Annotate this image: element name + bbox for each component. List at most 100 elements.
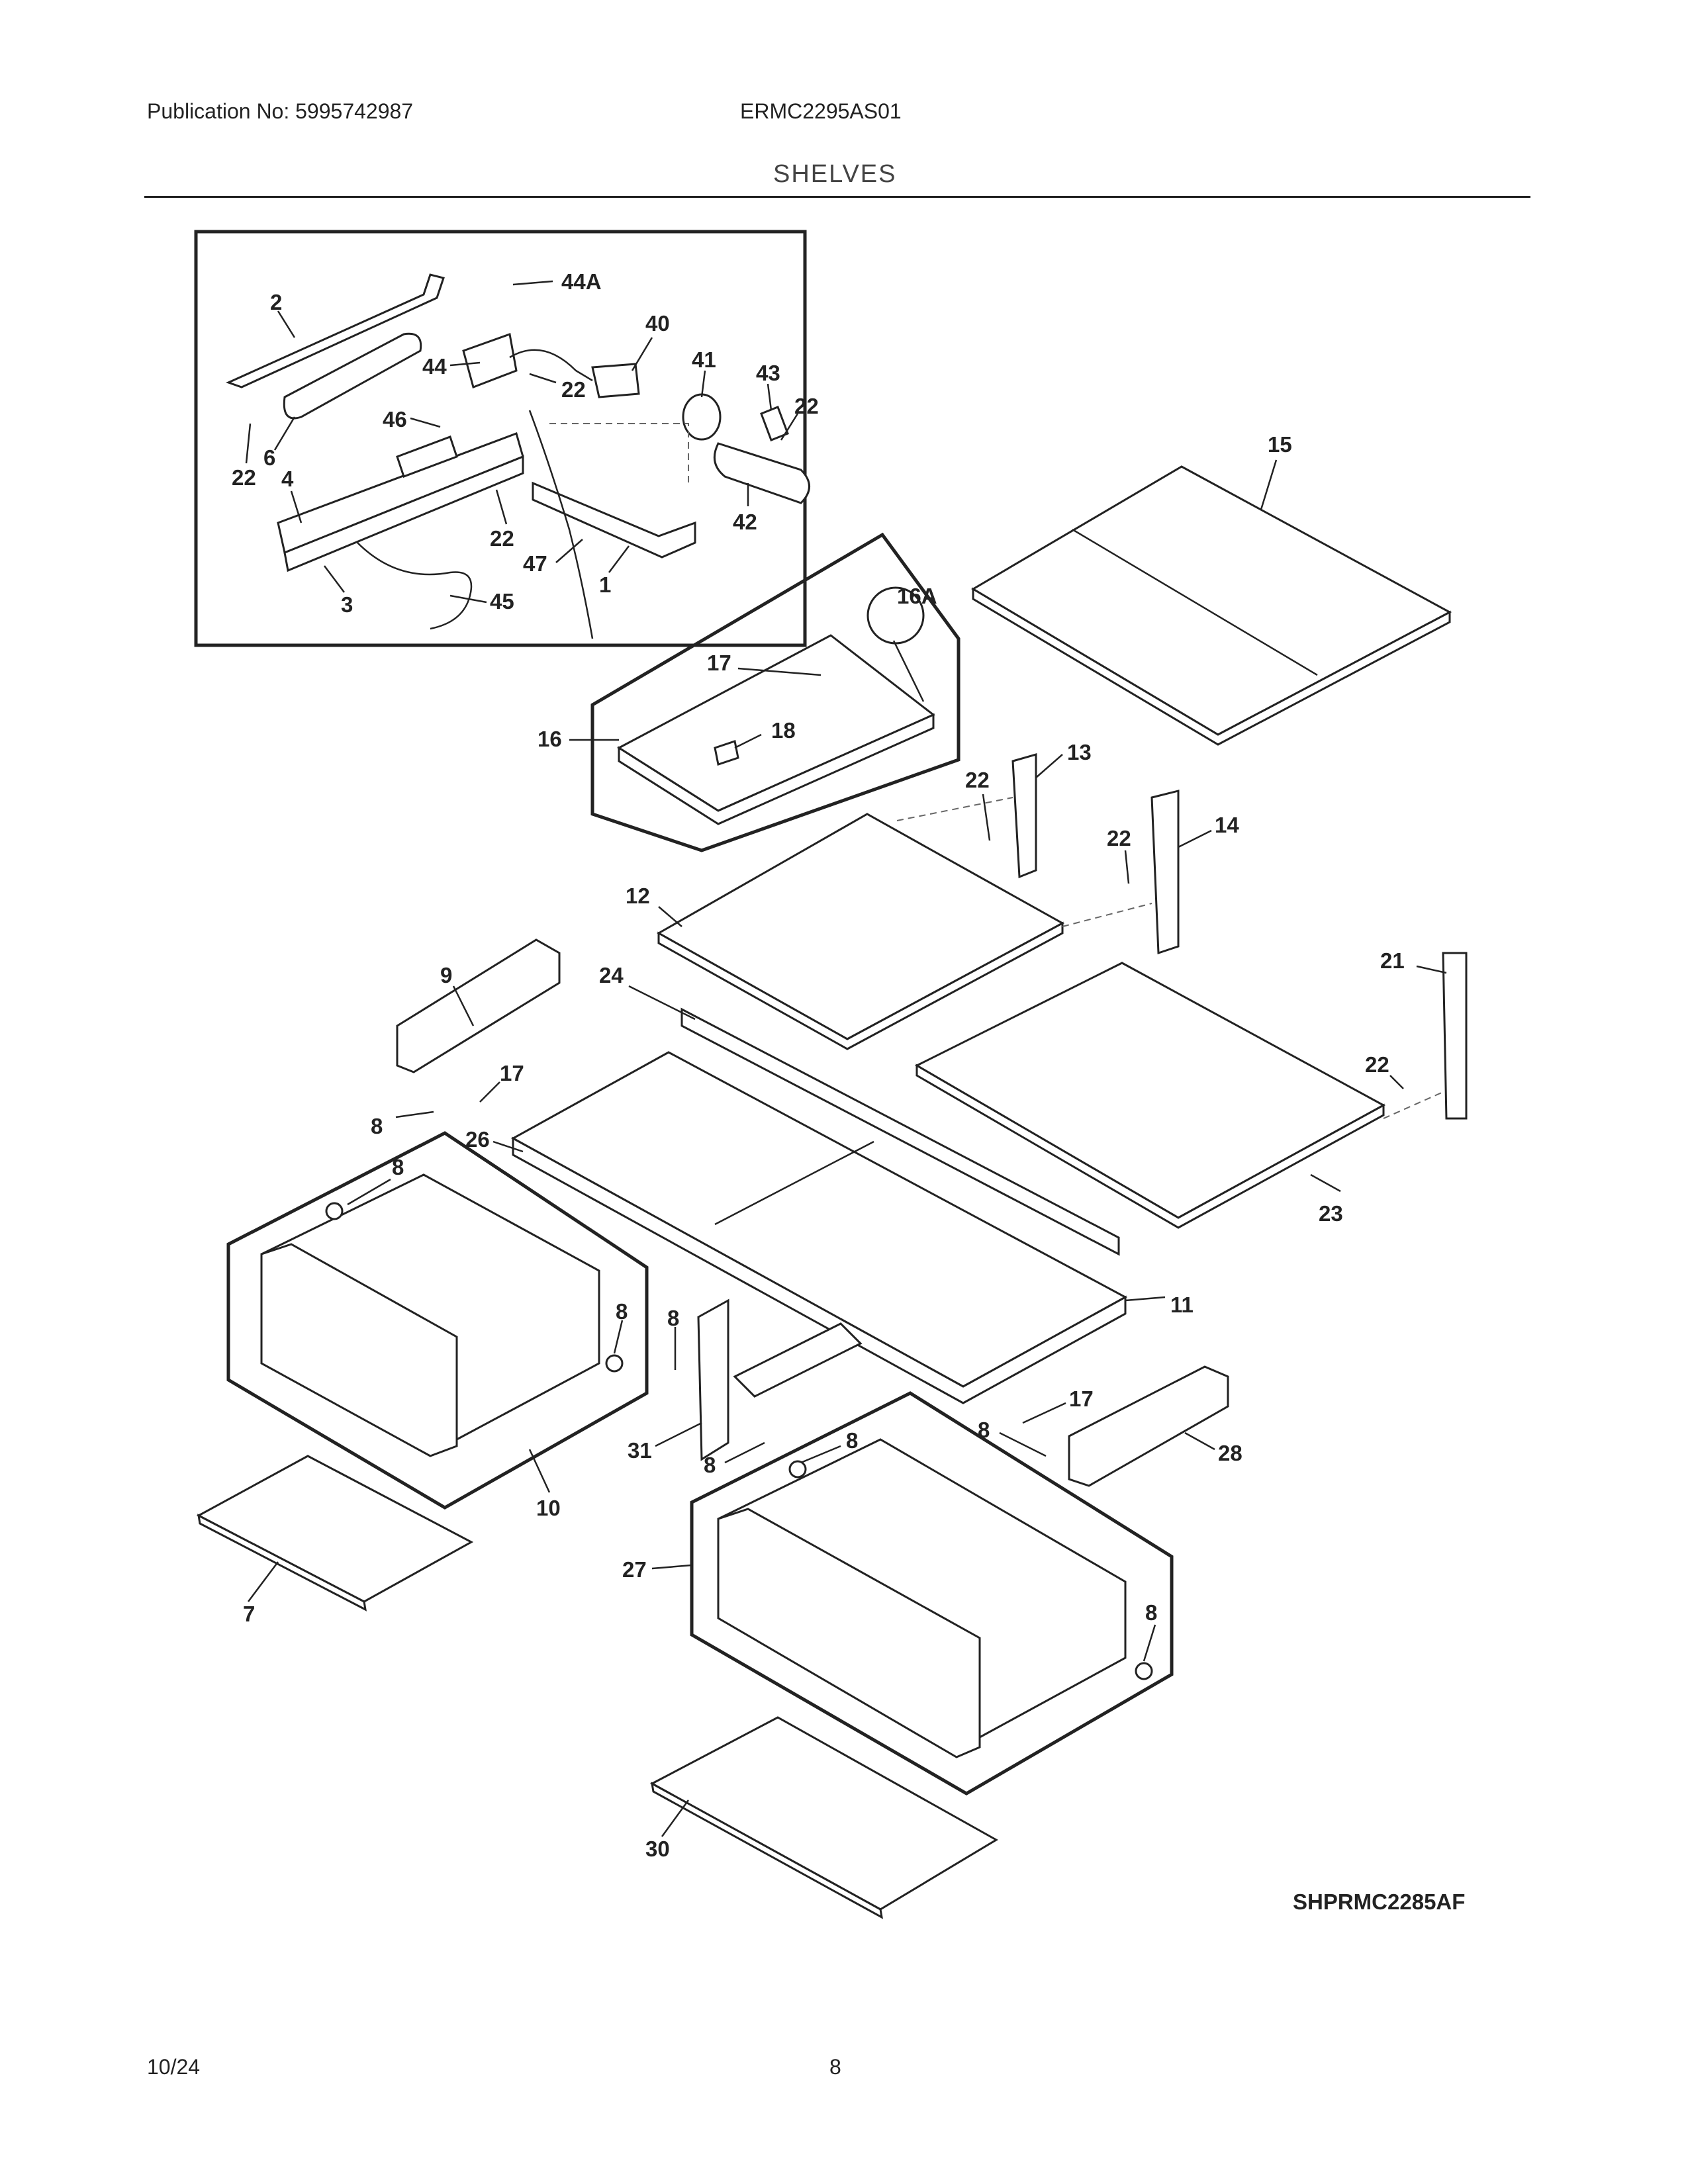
leader-8-f (724, 1441, 765, 1464)
callout-40: 40 (645, 311, 670, 336)
leader-8-a (395, 1111, 434, 1118)
crisper-drawer-10 (226, 1131, 649, 1510)
rail-21-part (1442, 952, 1468, 1120)
callout-46: 46 (383, 407, 407, 432)
callout-15: 15 (1268, 432, 1292, 457)
leader-31 (655, 1422, 702, 1447)
callout-17-a: 17 (707, 651, 731, 675)
leader-8-b (347, 1178, 391, 1206)
filter-housing-part (277, 432, 524, 555)
callout-26: 26 (465, 1127, 490, 1152)
leader-7 (248, 1561, 279, 1602)
page-number: 8 (829, 2055, 841, 2079)
wire-harness-45 (357, 542, 473, 630)
glass-shelf-15 (971, 465, 1452, 746)
callout-17-b: 17 (500, 1061, 524, 1085)
callout-labels: 44A 2 40 44 41 43 22 22 46 6 22 4 15 22 … (232, 269, 1405, 1861)
filter-bracket-part (225, 273, 445, 388)
shelf-15-divider (1072, 528, 1318, 676)
callout-21: 21 (1380, 948, 1405, 973)
callout-41: 41 (692, 347, 716, 372)
leader-40 (631, 337, 653, 371)
leader-13 (1035, 754, 1063, 778)
water-filter-group (194, 230, 810, 647)
publication-number: Publication No: 5995742987 (147, 99, 414, 123)
callout-11: 11 (1170, 1293, 1194, 1317)
callout-22-b: 22 (794, 394, 819, 418)
leader-2 (277, 310, 296, 338)
section-title: SHELVES (773, 160, 897, 188)
leader-46 (410, 417, 441, 428)
leader-23 (1310, 1173, 1341, 1193)
shelf-15-rail (972, 587, 1451, 746)
filter-latch-part (396, 435, 458, 478)
callout-31: 31 (628, 1438, 652, 1463)
bracket-28-part (1068, 1365, 1229, 1487)
drawer-10-roller-side (605, 1354, 624, 1373)
footer-date: 10/24 (147, 2055, 201, 2079)
filter-cover-part (283, 455, 524, 572)
water-tube-47 (528, 410, 594, 639)
filter-head-part (591, 363, 640, 398)
divider-31-track (733, 1322, 863, 1398)
callout-22-f: 22 (1107, 826, 1131, 850)
shelf-12-glass (656, 813, 1065, 1040)
callout-8-f: 8 (704, 1453, 716, 1477)
leader-14 (1178, 829, 1212, 848)
leader-17-c (1022, 1402, 1066, 1424)
callout-8-e: 8 (978, 1418, 990, 1442)
panel-7-trim (197, 1514, 367, 1612)
leader-8-g (800, 1445, 841, 1464)
leader-1 (608, 545, 630, 573)
callout-2: 2 (270, 290, 282, 314)
glass-shelf-23 (914, 962, 1386, 1229)
shelf-16-edge (618, 713, 935, 825)
callout-22-d: 22 (490, 526, 514, 551)
callout-23: 23 (1319, 1201, 1343, 1226)
leader-10 (528, 1449, 551, 1493)
leader-41 (700, 370, 706, 398)
callout-44: 44 (422, 354, 447, 379)
glass-panel-7 (196, 1455, 474, 1612)
leader-27 (651, 1564, 692, 1570)
panel-30-trim (651, 1782, 883, 1919)
leader-22-g (1389, 1075, 1404, 1089)
leader-17-a (737, 667, 821, 676)
callout-7: 7 (243, 1602, 255, 1626)
callout-17-c: 17 (1069, 1387, 1094, 1411)
callout-13: 13 (1067, 740, 1092, 764)
callout-14: 14 (1215, 813, 1239, 837)
drawer-10-roller (325, 1202, 344, 1220)
panel-7-glass (196, 1455, 474, 1603)
callout-24: 24 (599, 963, 624, 987)
rail-14-part (1150, 790, 1180, 955)
leader-12 (658, 906, 682, 927)
drawer-10-frame (226, 1131, 649, 1510)
callout-22-g: 22 (1365, 1052, 1389, 1077)
diagram-code: SHPRMC2285AF (1293, 1889, 1465, 1914)
callout-3: 3 (341, 592, 353, 617)
callout-leaders (245, 280, 1447, 1837)
callout-43: 43 (756, 361, 780, 385)
leader-18 (734, 733, 762, 749)
callout-22-c: 22 (232, 465, 256, 490)
header-rule (144, 196, 1530, 198)
callout-18: 18 (771, 718, 796, 743)
trim-24-part (680, 1007, 1120, 1256)
leader-21 (1416, 965, 1447, 974)
cover-11-divider (714, 1140, 874, 1226)
leader-43 (767, 383, 773, 411)
leader-6 (273, 416, 296, 451)
crisper-drawer-27 (690, 1391, 1174, 1796)
bracket-9-part (396, 938, 561, 1073)
leader-3 (324, 565, 345, 593)
shelf-16-group (590, 532, 961, 852)
leader-15 (1260, 459, 1278, 510)
leader-22-f (1124, 850, 1130, 884)
callout-44A: 44A (561, 269, 602, 294)
rail-14-dashes (1062, 903, 1152, 927)
filter-tray-part (532, 481, 696, 559)
model-number: ERMC2295AS01 (740, 99, 902, 123)
